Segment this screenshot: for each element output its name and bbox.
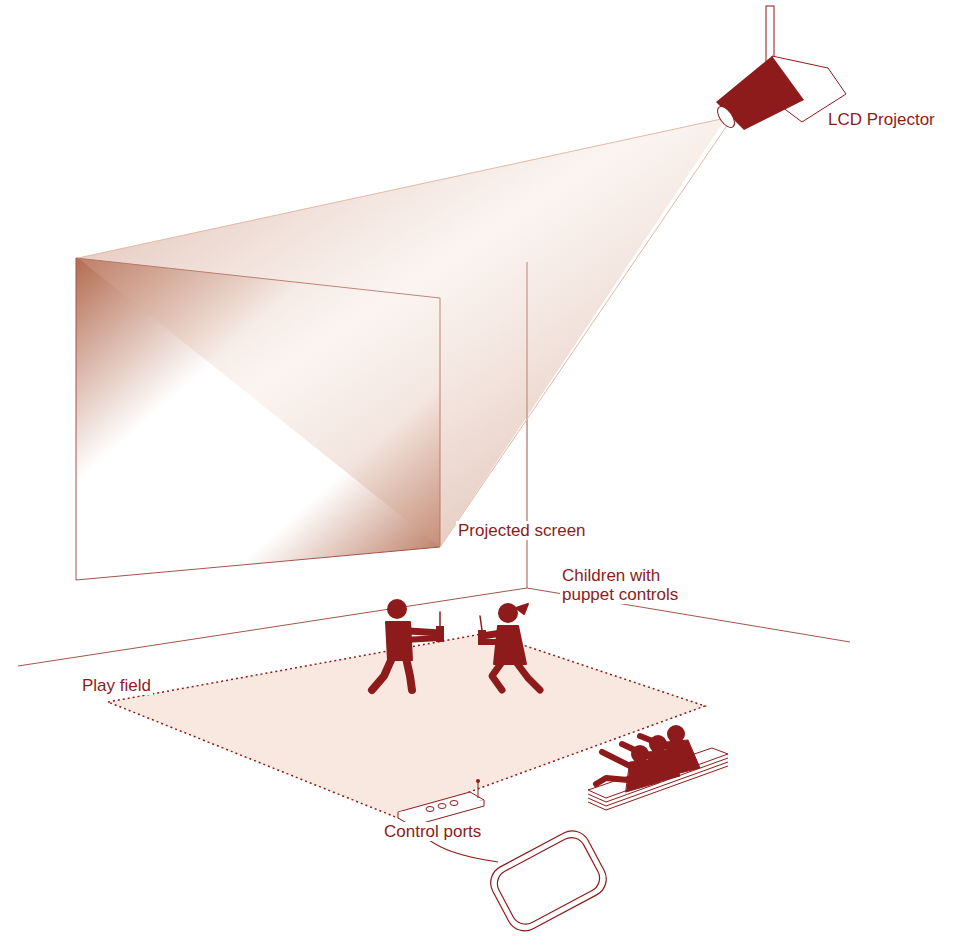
part-label: Control ports: [382, 822, 483, 841]
control-ports-box: [398, 779, 484, 826]
part-label: Projected screen: [456, 521, 588, 540]
monitor: [484, 825, 612, 938]
beam-edge: [440, 124, 728, 547]
projector-beam: [78, 118, 726, 547]
beam-edge: [78, 118, 726, 258]
child-figure: [478, 603, 540, 690]
seated-children: [588, 725, 728, 810]
child-figure: [372, 599, 444, 690]
part-label: LCD Projector: [826, 110, 937, 129]
part-label: Children with puppet controls: [560, 566, 714, 604]
part-label: Play field: [80, 676, 153, 695]
